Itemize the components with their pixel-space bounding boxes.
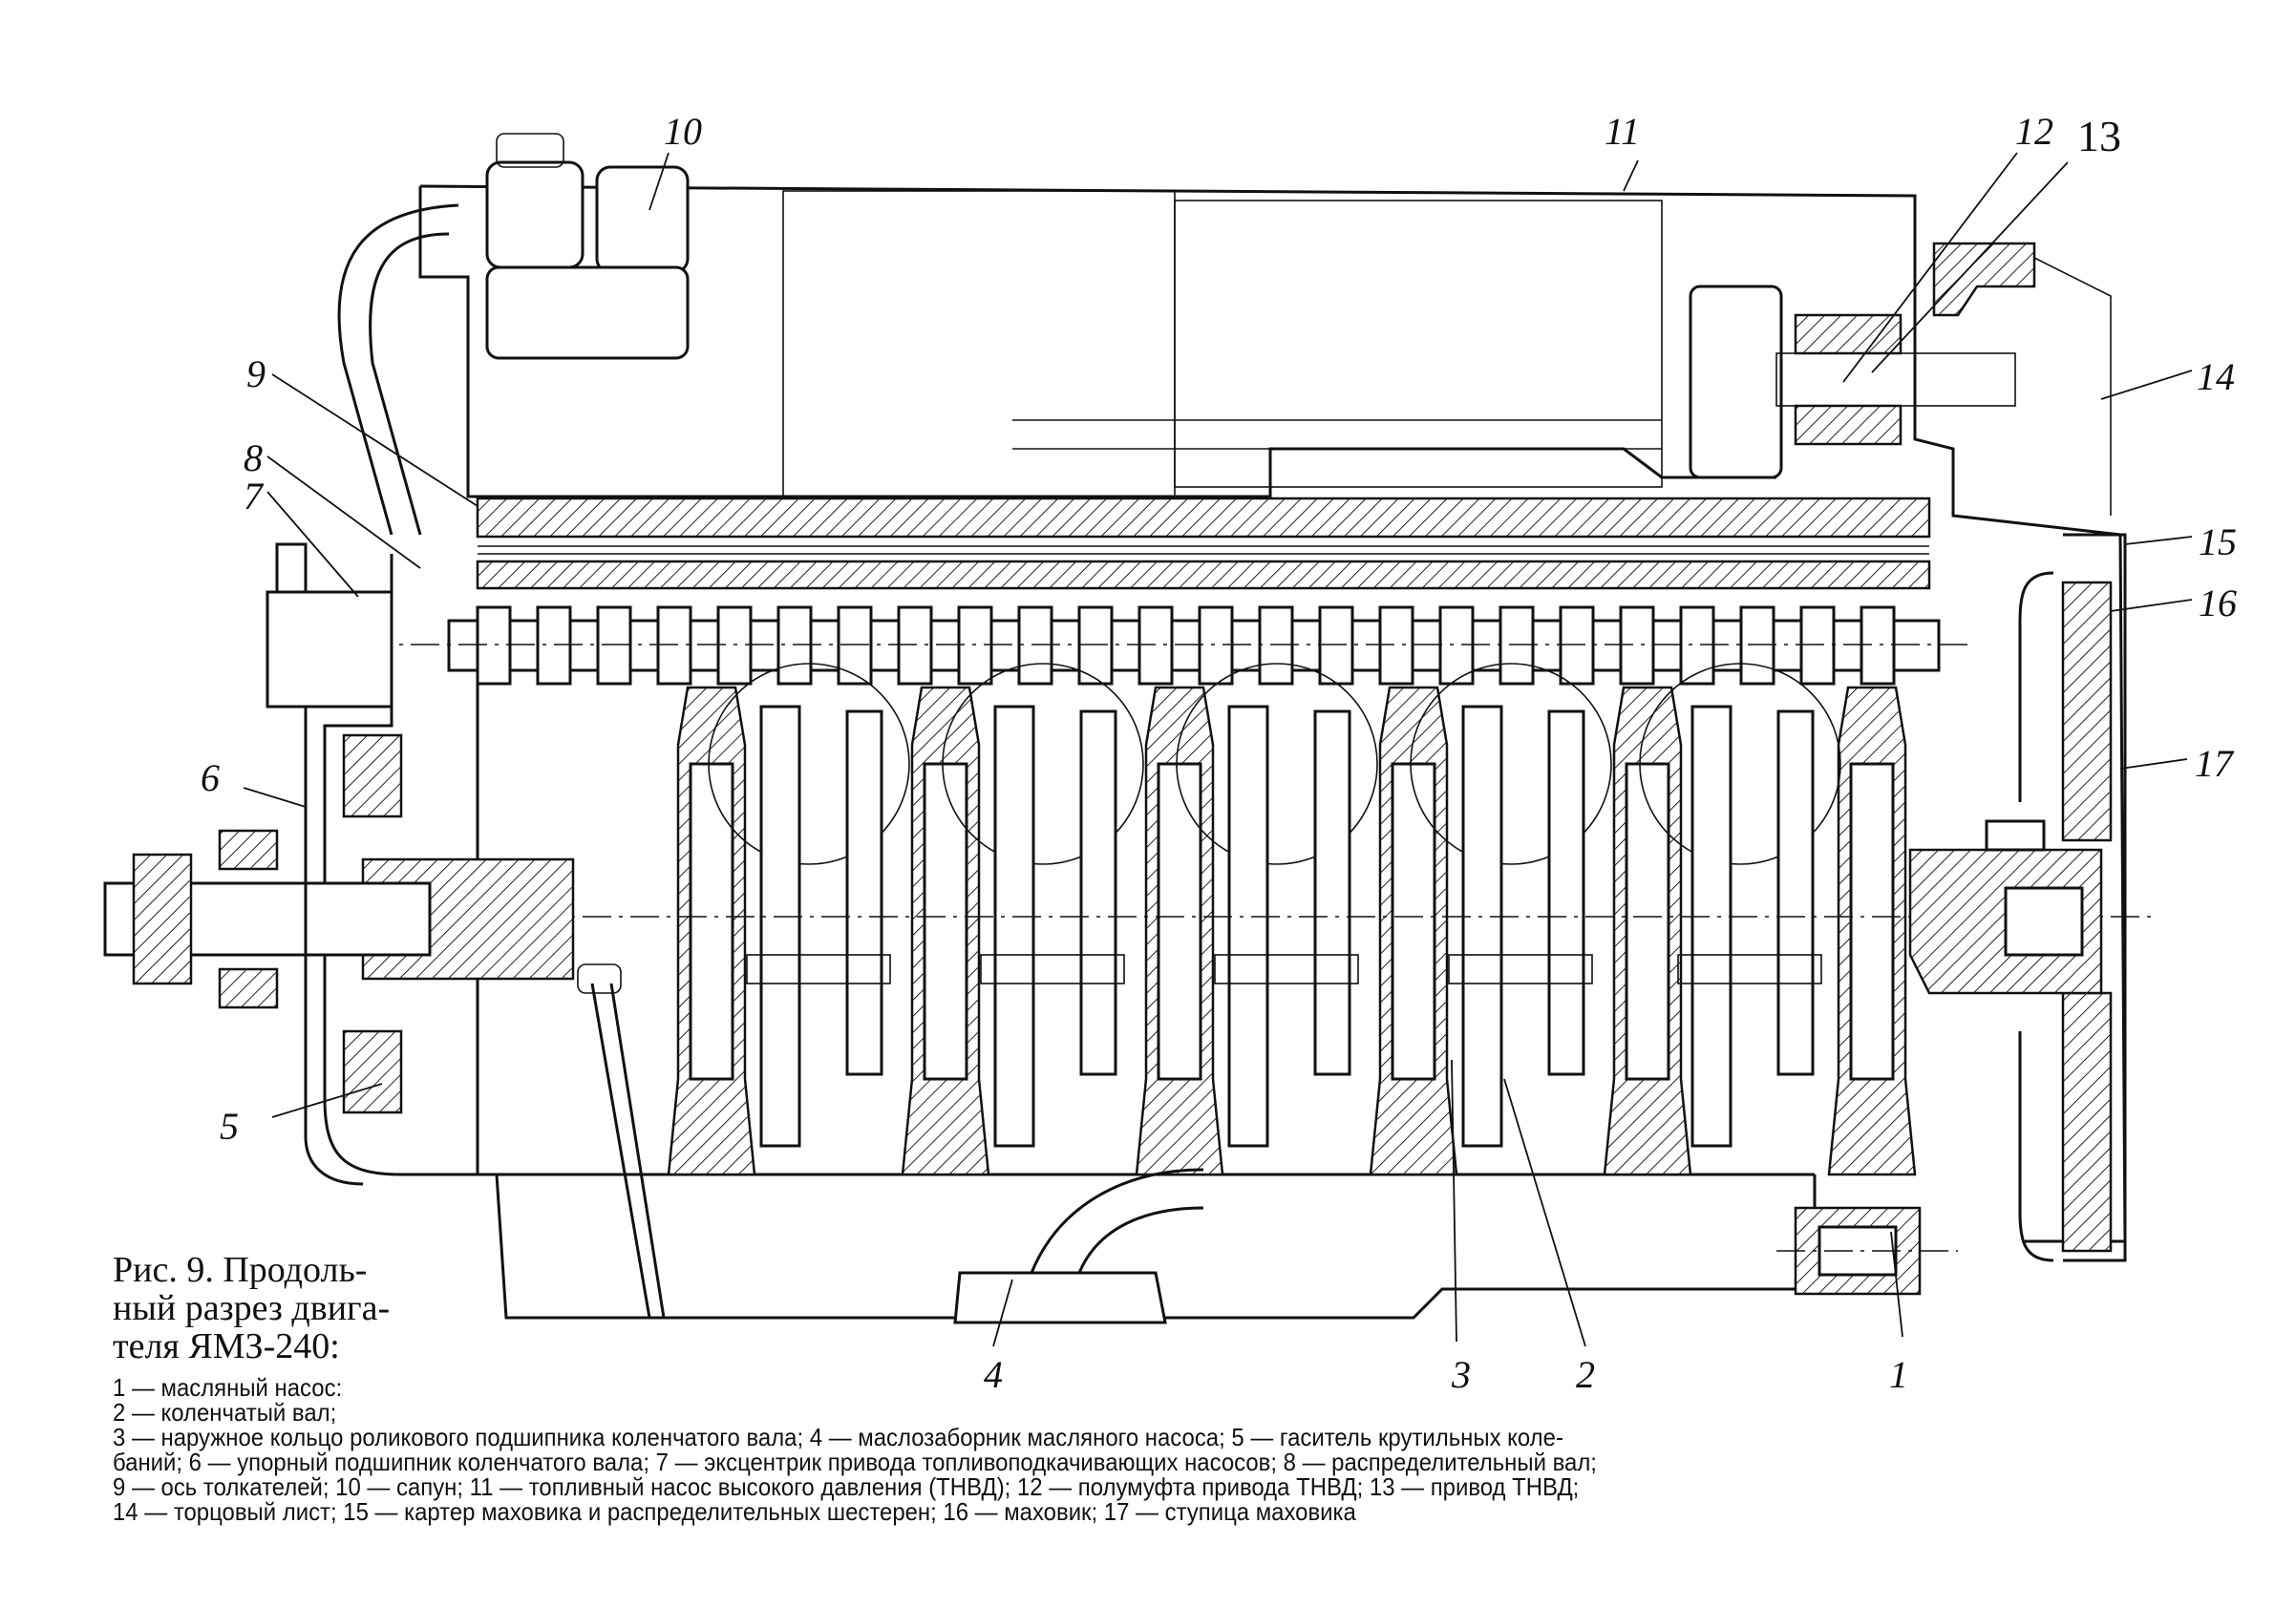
crank-counterweight bbox=[1176, 663, 1378, 865]
bearing-outer-ring bbox=[1391, 762, 1436, 1081]
rod-cap bbox=[1677, 954, 1822, 984]
crank-counterweight bbox=[942, 663, 1144, 865]
figure-caption-title: Рис. 9. Продоль- ный разрез двига- теля … bbox=[113, 1251, 447, 1365]
connecting-rod bbox=[1690, 705, 1733, 1148]
callout-4: 4 bbox=[984, 1353, 1003, 1396]
cam-lobe bbox=[1438, 605, 1475, 686]
cam-lobe bbox=[596, 605, 632, 686]
legend-row: 1 — масляный насос: bbox=[113, 1373, 343, 1402]
front-cover bbox=[266, 542, 669, 1176]
legend-row: 9 — ось толкателей; 10 — сапун; 11 — топ… bbox=[113, 1472, 1580, 1501]
callout-10: 10 bbox=[664, 110, 702, 153]
connecting-rod bbox=[1547, 709, 1585, 1076]
breather bbox=[485, 133, 690, 360]
connecting-rod bbox=[1227, 705, 1269, 1148]
callout-7: 7 bbox=[244, 475, 263, 518]
fuel-pump-drive bbox=[1689, 242, 2112, 516]
cam-lobe bbox=[1679, 605, 1715, 686]
callout-6: 6 bbox=[201, 756, 220, 799]
cam-lobe bbox=[837, 605, 873, 686]
callout-3: 3 bbox=[1452, 1353, 1471, 1396]
bearing-outer-ring bbox=[689, 762, 734, 1081]
callout-1: 1 bbox=[1889, 1353, 1908, 1396]
crank-counterweight bbox=[1639, 663, 1841, 865]
oil-pickup bbox=[953, 1168, 1204, 1324]
rod-cap bbox=[746, 954, 891, 984]
cam-lobe bbox=[1318, 605, 1354, 686]
camshaft bbox=[267, 605, 1967, 686]
callout-11: 11 bbox=[1605, 110, 1641, 153]
cylinder-block-top bbox=[476, 497, 1931, 590]
breather-pipe bbox=[337, 203, 459, 536]
bearing-outer-ring bbox=[1625, 762, 1670, 1081]
connecting-rod bbox=[1079, 709, 1117, 1076]
cam-lobe bbox=[536, 605, 572, 686]
callout-15: 15 bbox=[2199, 520, 2237, 563]
connecting-rod bbox=[845, 709, 883, 1076]
callout-13: 13 bbox=[2077, 112, 2121, 160]
dipstick bbox=[577, 963, 666, 1319]
callout-14: 14 bbox=[2197, 355, 2235, 398]
leader-lines bbox=[243, 152, 2193, 1347]
crankshaft bbox=[103, 829, 2158, 1009]
bearing-outer-ring bbox=[1849, 762, 1895, 1081]
caption-line-1: Рис. 9. Продоль- bbox=[113, 1250, 368, 1290]
connecting-rod bbox=[759, 705, 801, 1148]
flywheel-assembly bbox=[1908, 533, 2127, 1262]
legend-row: баний; 6 — упорный подшипник коленчатого… bbox=[113, 1448, 1597, 1476]
cylinder-group bbox=[667, 663, 1917, 1176]
figure-legend: 1 — масляный насос: 2 — коленчатый вал; … bbox=[113, 1375, 2063, 1524]
callout-2: 2 bbox=[1576, 1353, 1595, 1396]
cam-lobe bbox=[1799, 605, 1836, 686]
cam-lobe bbox=[776, 605, 813, 686]
cam-lobe bbox=[1017, 605, 1053, 686]
rod-cap bbox=[980, 954, 1125, 984]
cam-lobe bbox=[1499, 605, 1535, 686]
connecting-rod bbox=[1313, 709, 1351, 1076]
legend-row: 3 — наружное кольцо роликового подшипник… bbox=[113, 1423, 1563, 1451]
callout-9: 9 bbox=[246, 352, 266, 395]
rod-cap bbox=[1448, 954, 1593, 984]
callout-8: 8 bbox=[244, 436, 263, 479]
cam-lobe bbox=[1137, 605, 1174, 686]
callout-12: 12 bbox=[2015, 110, 2053, 153]
callout-17: 17 bbox=[2195, 742, 2233, 785]
oil-pump bbox=[1776, 1206, 1958, 1296]
legend-row: 14 — торцовый лист; 15 — картер маховика… bbox=[113, 1497, 1356, 1526]
crank-counterweight bbox=[1410, 663, 1612, 865]
cam-lobe bbox=[1860, 605, 1896, 686]
bearing-outer-ring bbox=[923, 762, 968, 1081]
cam-lobe bbox=[957, 605, 993, 686]
connecting-rod bbox=[993, 705, 1035, 1148]
crank-counterweight bbox=[708, 663, 910, 865]
cam-lobe bbox=[1739, 605, 1775, 686]
cam-lobe bbox=[1378, 605, 1414, 686]
caption-line-3: теля ЯМЗ-240: bbox=[113, 1326, 340, 1366]
cam-lobe bbox=[476, 605, 512, 686]
connecting-rod bbox=[1461, 705, 1503, 1148]
cam-lobe bbox=[1559, 605, 1595, 686]
bearing-outer-ring bbox=[1157, 762, 1202, 1081]
callout-16: 16 bbox=[2199, 582, 2237, 624]
cam-lobe bbox=[897, 605, 933, 686]
cam-lobe bbox=[716, 605, 753, 686]
cam-lobe bbox=[1198, 605, 1234, 686]
callout-5: 5 bbox=[220, 1105, 239, 1148]
cam-lobe bbox=[1619, 605, 1655, 686]
caption-line-2: ный разрез двига- bbox=[113, 1288, 391, 1328]
torsional-damper bbox=[304, 707, 403, 1186]
cam-lobe bbox=[656, 605, 692, 686]
legend-row: 2 — коленчатый вал; bbox=[113, 1398, 337, 1427]
cam-lobe bbox=[1077, 605, 1114, 686]
cam-lobe bbox=[1258, 605, 1294, 686]
connecting-rod bbox=[1776, 709, 1815, 1076]
rod-cap bbox=[1214, 954, 1359, 984]
